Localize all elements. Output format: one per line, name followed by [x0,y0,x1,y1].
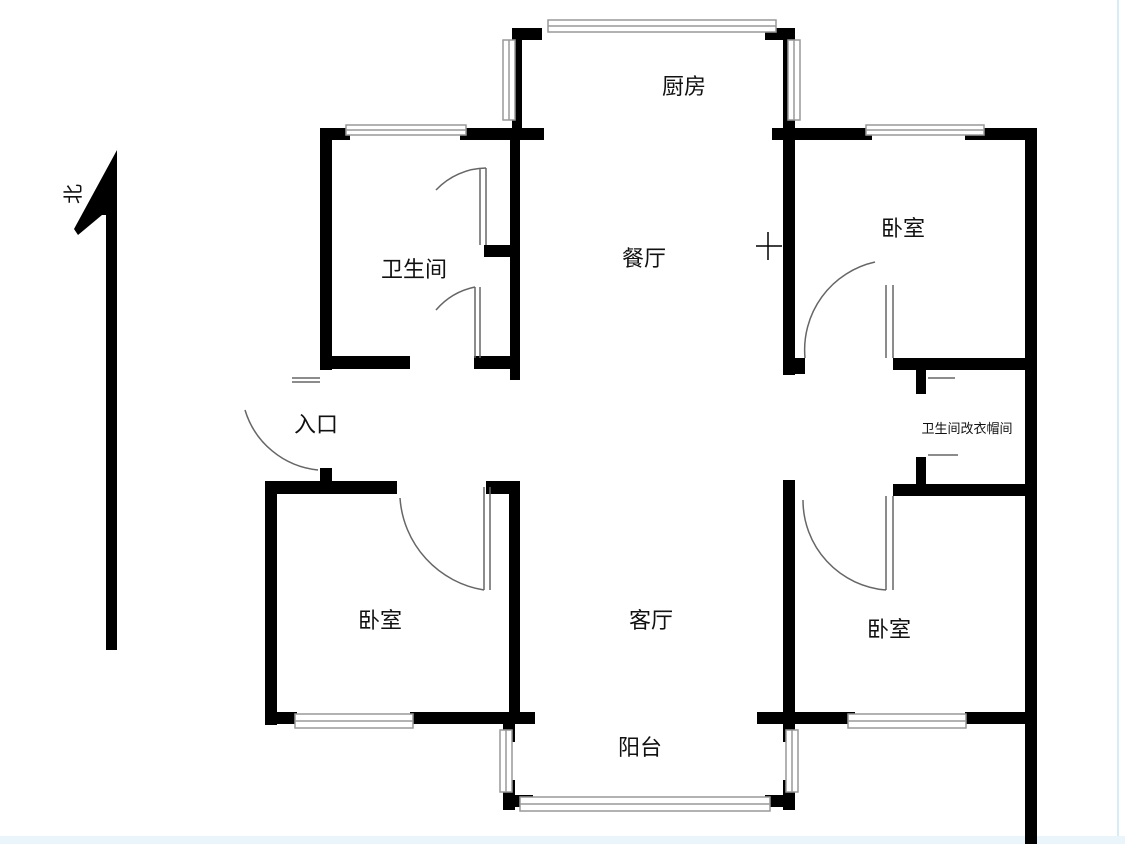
north-label: 北 [61,184,85,204]
bottom-strip [0,836,1125,844]
entrance-door [244,377,320,471]
sw-bedroom-door [399,487,491,591]
bathroom-label: 卫生间 [381,258,447,283]
closet-door [928,377,958,456]
living-label: 客厅 [629,609,673,634]
kitchen-label: 厨房 [662,75,706,100]
bedroom-se-label: 卧室 [867,618,911,643]
windows [294,19,985,812]
walls [265,28,1037,844]
se-bedroom-door [802,496,894,591]
bathroom-lower-door [435,286,481,358]
cross-mark-icon [756,232,782,260]
bedroom-ne-label: 卧室 [881,217,925,242]
balcony-label: 阳台 [618,736,662,761]
closet-label: 卫生间改衣帽间 [921,421,1012,437]
ne-bedroom-door [803,261,894,359]
dining-label: 餐厅 [622,247,666,272]
bathroom-upper-door [435,167,487,245]
north-arrow-icon [74,150,117,650]
bedroom-sw-label: 卧室 [358,609,402,634]
entrance-label: 入口 [294,413,338,438]
doors [244,167,958,591]
